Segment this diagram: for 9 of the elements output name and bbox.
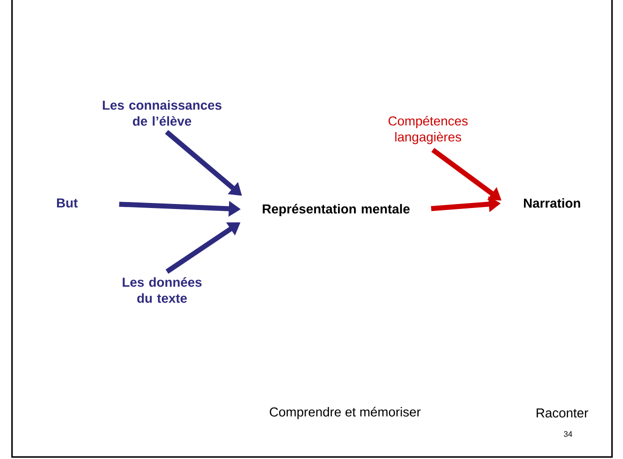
node-label: Narration (524, 198, 580, 208)
node-label: Représentation mentale (262, 204, 410, 216)
caption-text: Comprendre et mémoriser (270, 406, 421, 420)
node-label: Les connaissances de l’élève (102, 100, 222, 126)
page-number: 34 (564, 431, 572, 437)
caption-text: Raconter (536, 408, 588, 418)
node-label: Compétences langagières (388, 116, 468, 144)
node-label: Les données du texte (122, 277, 202, 303)
node-label: But (57, 198, 78, 208)
